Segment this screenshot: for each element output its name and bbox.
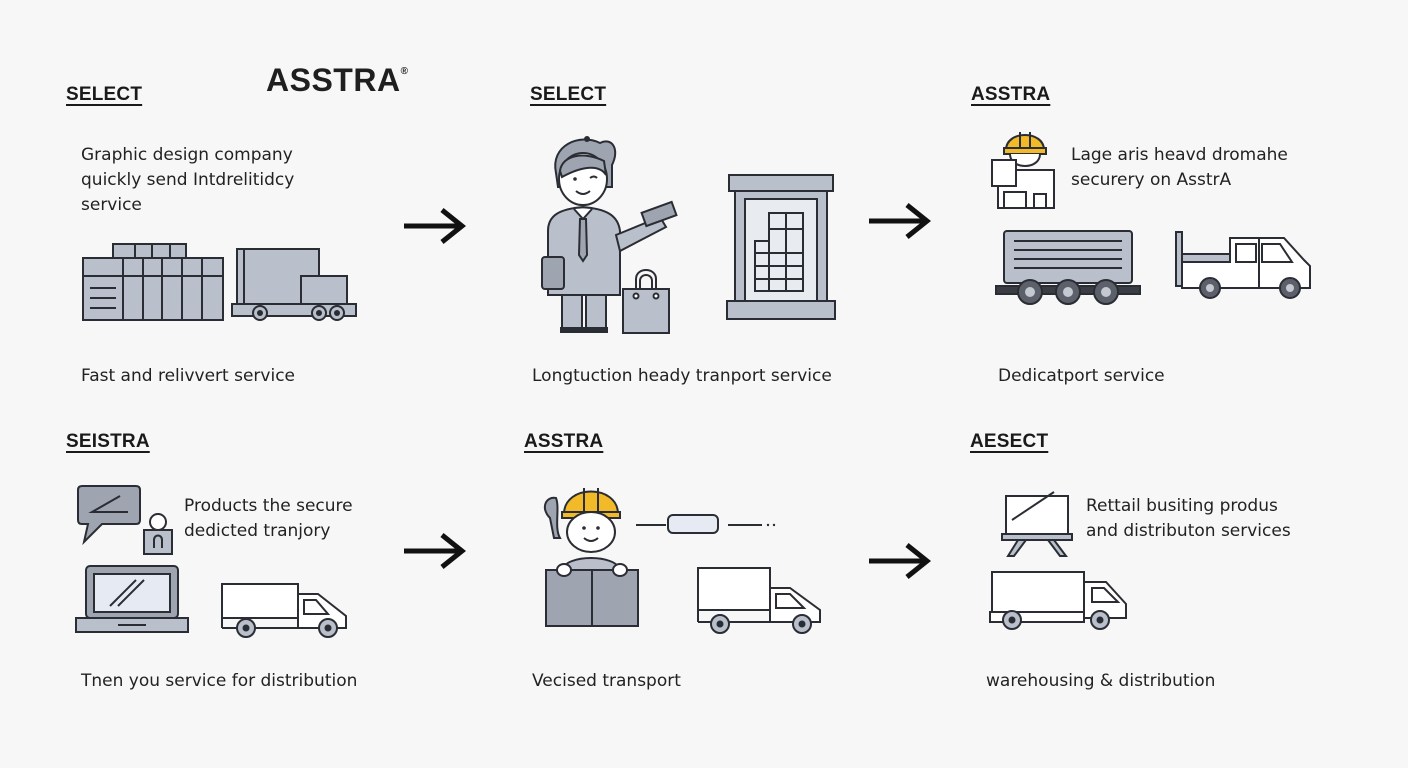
businessman-icon [541, 136, 678, 333]
description-line: Rettail busiting produs [1086, 496, 1278, 516]
description-line: Graphic design company [81, 145, 293, 165]
panel-heading: SELECT [530, 84, 607, 105]
construction-worker-icon [991, 132, 1055, 209]
delivery-van-icon [221, 583, 347, 638]
description-line: Products the secure [184, 496, 353, 516]
description-line: dedicted tranjory [184, 521, 331, 541]
panel-heading: SEISTRA [66, 431, 150, 452]
description-line: service [81, 195, 142, 215]
box-truck-icon [231, 248, 357, 321]
panel-caption: warehousing & distribution [986, 671, 1216, 691]
description-line: and distributon services [1086, 521, 1291, 541]
panel-heading: ASSTRA [524, 431, 604, 452]
arrow-right-icon [404, 208, 467, 244]
pickup-truck-icon [1175, 231, 1311, 299]
arrow-right-icon [404, 533, 467, 569]
panel-caption: Vecised transport [532, 671, 681, 691]
panel-description: Graphic design company quickly send Intd… [81, 143, 294, 218]
panel-description: Rettail busiting produs and distributon … [1086, 494, 1291, 544]
arrow-right-icon [869, 203, 932, 239]
arrow-right-icon [869, 543, 932, 579]
panel-description: Lage aris heavd dromahe securery on Asst… [1071, 143, 1288, 193]
description-line: Lage aris heavd dromahe [1071, 145, 1288, 165]
worker-with-box-icon [543, 488, 639, 627]
office-building-icon [726, 174, 836, 320]
registered-mark: ® [400, 66, 409, 77]
panel-heading: AESECT [970, 431, 1049, 452]
panel-caption: Longtuction heady tranport service [532, 366, 832, 386]
panel-caption: Dedicatport service [998, 366, 1165, 386]
panel-caption: Tnen you service for distribution [81, 671, 358, 691]
presentation-board-icon [1001, 491, 1073, 557]
description-line: securery on AsstrA [1071, 170, 1232, 190]
brand-logo: ASSTRA® [266, 62, 408, 99]
shopping-bag-icon [622, 269, 670, 334]
tracking-device-icon [636, 514, 776, 534]
laptop-icon [75, 565, 189, 633]
padlock-user-icon [143, 513, 173, 555]
delivery-truck-icon [989, 571, 1127, 630]
warehouse-icon [82, 243, 224, 321]
brand-name: ASSTRA [266, 62, 401, 98]
delivery-truck-icon [697, 567, 821, 634]
panel-description: Products the secure dedicted tranjory [184, 494, 353, 544]
chat-bubble-icon [77, 485, 141, 546]
panel-heading: SELECT [66, 84, 143, 105]
panel-heading: ASSTRA [971, 84, 1051, 105]
trailer-icon [995, 230, 1141, 305]
description-line: quickly send Intdrelitidcy [81, 170, 295, 190]
panel-caption: Fast and relivvert service [81, 366, 296, 386]
